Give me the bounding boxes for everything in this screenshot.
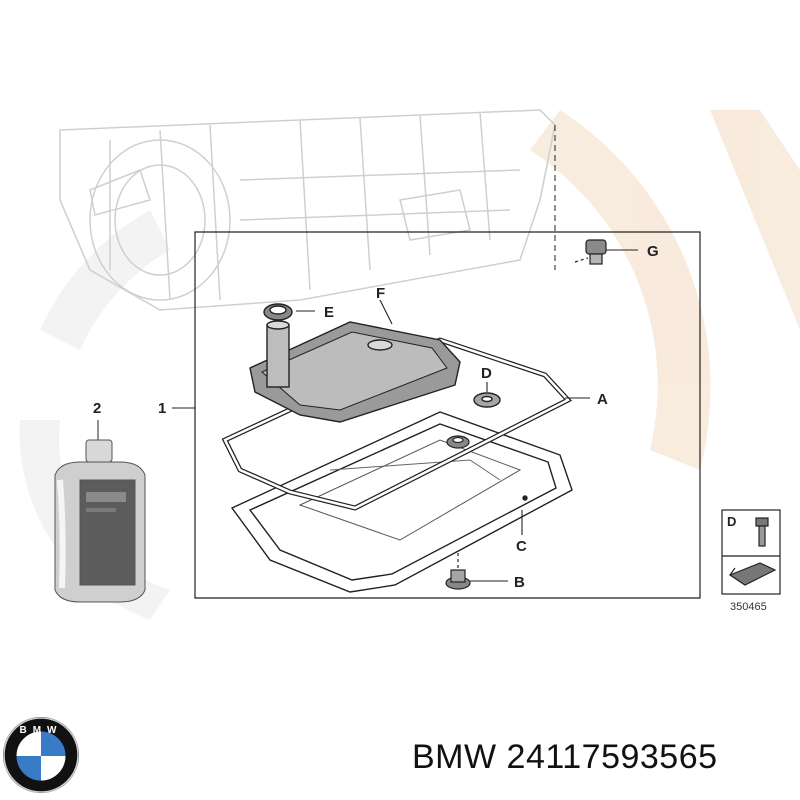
watermark	[19, 110, 800, 620]
drain-plug-b	[445, 553, 471, 590]
seal-ring-e	[263, 303, 293, 321]
oil-bottle	[54, 420, 146, 603]
diagram-number: 350465	[730, 601, 767, 613]
callout-b: B	[514, 574, 525, 591]
kit-frame	[194, 231, 701, 599]
legend-callout-d: D	[727, 514, 736, 529]
bmw-logo-lettering: BMW	[20, 725, 63, 736]
callout-1: 1	[158, 400, 166, 417]
seal-ring-d	[473, 392, 501, 408]
callout-2: 2	[93, 400, 101, 417]
leader-lines	[172, 249, 638, 582]
callout-d: D	[481, 365, 492, 382]
oil-filter	[249, 320, 461, 423]
filler-neck	[446, 435, 470, 449]
oil-pan	[230, 411, 573, 593]
caption-brand: BMW	[412, 738, 497, 776]
transmission-housing	[59, 109, 556, 311]
callout-g: G	[647, 243, 659, 260]
callout-a: A	[597, 391, 608, 408]
legend-box	[721, 509, 781, 595]
part-caption: BMW 24117593565	[412, 738, 718, 777]
plug-g	[574, 239, 607, 265]
callout-e: E	[324, 304, 334, 321]
bmw-logo	[3, 717, 79, 793]
callout-c: C	[516, 538, 527, 555]
caption-part-number: 24117593565	[506, 738, 718, 776]
callout-f: F	[376, 285, 385, 302]
